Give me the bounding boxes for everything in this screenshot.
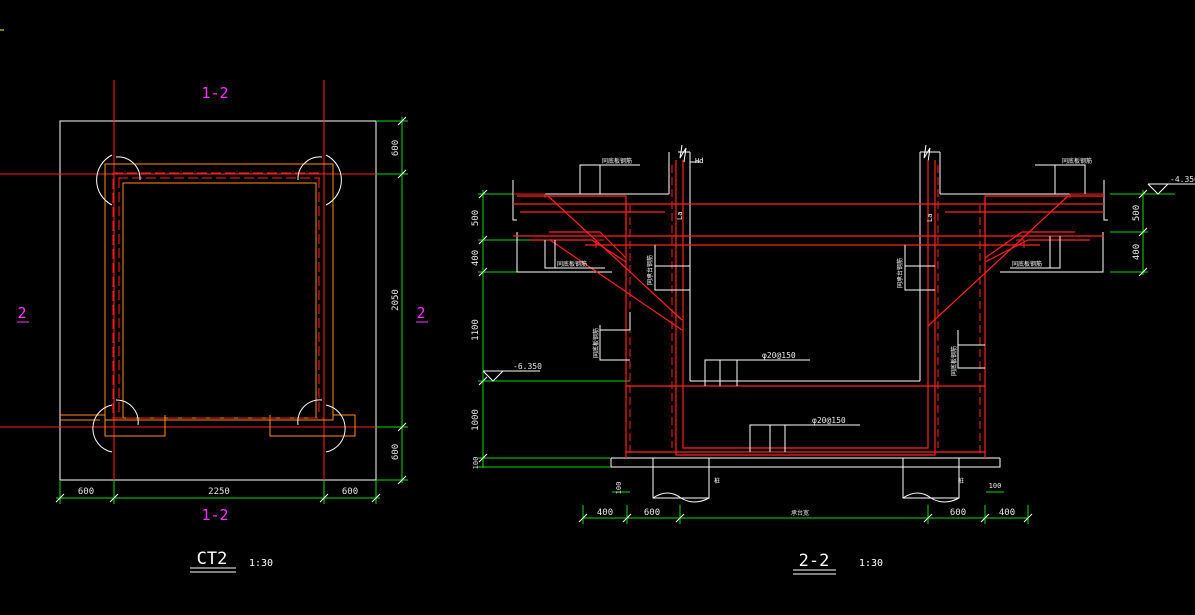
section-view: -6.350 -4.350 500 400 1100 1000 100 500 … — [471, 144, 1195, 575]
note-wall-right: 同承台钢筋 — [896, 258, 904, 288]
dim-right: 600 — [342, 487, 358, 497]
note-side-left: 同底板钢筋 — [592, 328, 600, 358]
section-scale: 1:30 — [859, 558, 883, 569]
dim-top: 600 — [391, 140, 401, 156]
section-title: 2-2 — [799, 551, 830, 571]
axis-lines — [0, 80, 405, 500]
dim-right-500: 500 — [1132, 205, 1142, 221]
corner-hooks — [92, 154, 346, 453]
section-dim-ticks — [478, 189, 1148, 523]
rebar-label-2: φ20@150 — [812, 416, 846, 425]
note-pile-a: 桩 — [714, 477, 720, 485]
dim-left-100: 100 — [472, 457, 480, 470]
leader-lines — [544, 161, 1086, 452]
elevation-left: -6.350 — [513, 362, 542, 371]
note-la-1: La — [676, 212, 684, 220]
concrete-outline — [512, 144, 1108, 503]
pile-dim-100a: 100 — [615, 482, 623, 495]
note-top-left: 同底板钢筋 — [602, 157, 632, 165]
section-mark-right: 2 — [416, 304, 425, 322]
dim-left-500: 500 — [471, 210, 481, 226]
rebar-label-1: φ20@150 — [762, 351, 796, 360]
note-wall-left: 同承台钢筋 — [646, 255, 654, 285]
dim-bottom-400b: 400 — [999, 508, 1015, 518]
note-pile-b: 桩 — [958, 477, 964, 485]
dim-left: 600 — [78, 487, 94, 497]
dim-left-1100: 1100 — [471, 319, 481, 341]
section-mark-bottom: 1-2 — [201, 506, 228, 524]
plan-rebar — [112, 172, 325, 419]
plan-view: 600 2050 600 600 2250 600 1-2 1-2 2 2 CT… — [0, 29, 428, 573]
note-mid-left: 同底板钢筋 — [557, 260, 587, 268]
note-mid-right: 同底板钢筋 — [1012, 260, 1042, 268]
dim-bottom: 600 — [391, 444, 401, 460]
note-hd: Hd — [695, 157, 703, 165]
section-mark-top: 1-2 — [201, 84, 228, 102]
dim-bottom-mid: 承台宽 — [791, 509, 809, 517]
dim-bottom-600a: 600 — [644, 508, 660, 518]
note-la-2: La — [926, 214, 934, 222]
note-side-right: 同底板钢筋 — [950, 346, 958, 376]
plan-title: CT2 — [197, 549, 228, 569]
dim-width: 2250 — [208, 487, 230, 497]
plan-dim-ticks — [55, 116, 407, 503]
dim-left-400: 400 — [471, 250, 481, 266]
section-mark-left: 2 — [17, 304, 26, 322]
plan-dimensions — [56, 117, 408, 504]
elevation-right: -4.350 — [1170, 175, 1195, 184]
wall-outline — [60, 163, 356, 437]
dim-bottom-400a: 400 — [597, 508, 613, 518]
dim-bottom-600b: 600 — [950, 508, 966, 518]
section-red-outline — [513, 160, 1104, 458]
dim-height: 2050 — [391, 289, 401, 311]
elevation-markers — [482, 183, 1195, 382]
pile-dim-100b: 100 — [989, 482, 1002, 490]
rebar-hooks — [513, 193, 1104, 248]
dim-right-400: 400 — [1132, 244, 1142, 260]
note-top-right: 同底板钢筋 — [1062, 157, 1092, 165]
cap-outline — [59, 120, 377, 481]
dim-left-1000: 1000 — [471, 409, 481, 431]
plan-scale: 1:30 — [249, 558, 273, 569]
